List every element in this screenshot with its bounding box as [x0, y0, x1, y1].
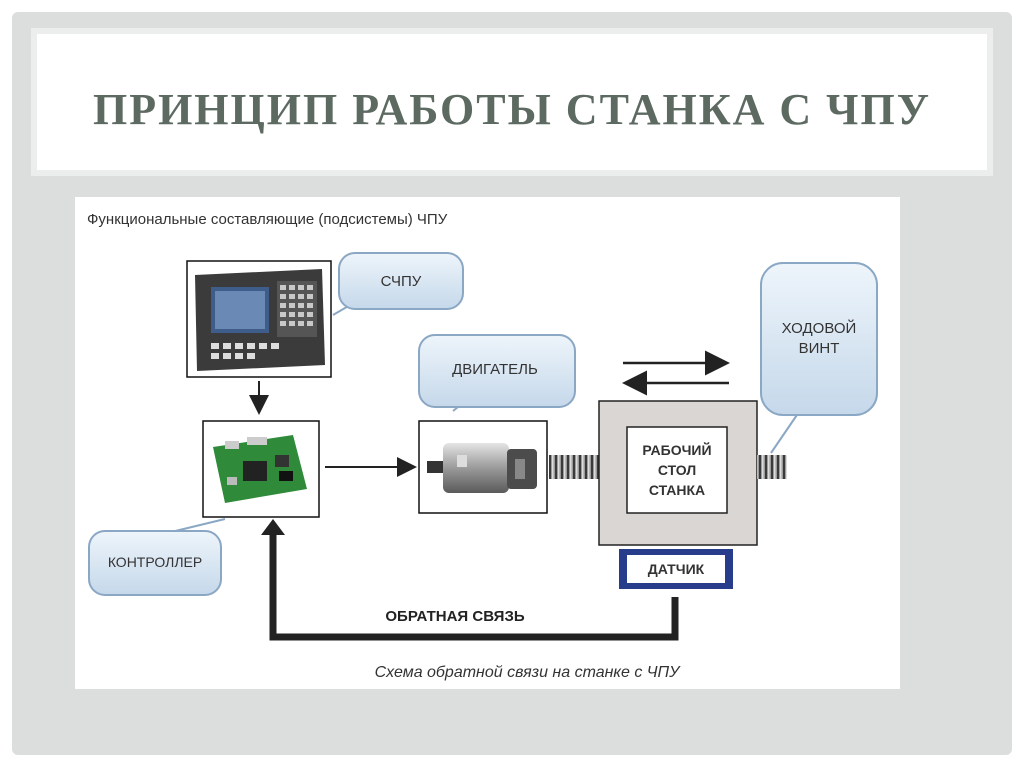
controller-callout [88, 530, 222, 596]
feedback-arrow-head [261, 519, 285, 535]
feedback-loop-line [269, 533, 679, 641]
feedback-label: ОБРАТНАЯ СВЯЗЬ [385, 608, 524, 625]
work-table-label-box [626, 426, 728, 514]
diagram-caption: Схема обратной связи на станке с ЧПУ [375, 664, 682, 681]
sensor-label-box [627, 555, 725, 583]
controller-label: КОНТРОЛЛЕР [108, 554, 202, 570]
sensor-label: ДАТЧИК [648, 561, 705, 577]
work-table-label-line2: СТОЛ [658, 462, 696, 478]
cnc-callout [338, 252, 464, 310]
work-table-block [598, 400, 758, 546]
motor-callout [418, 334, 576, 408]
motor-icon [427, 443, 537, 493]
diagram-figure: Функциональные составляющие (подсистемы)… [75, 197, 900, 689]
work-table-label-line3: СТАНКА [649, 482, 705, 498]
cnc-panel-icon [195, 269, 325, 371]
screw-shaft-left [549, 455, 599, 479]
title-band: ПРИНЦИП РАБОТЫ СТАНКА С ЧПУ [31, 28, 993, 176]
motor-label: ДВИГАТЕЛЬ [452, 361, 538, 378]
slide-title: ПРИНЦИП РАБОТЫ СТАНКА С ЧПУ [92, 85, 931, 134]
diagram-heading: Функциональные составляющие (подсистемы)… [87, 211, 448, 228]
lead-screw-label-line2: ВИНТ [799, 340, 840, 357]
lead-screw-callout [760, 262, 878, 416]
screw-shaft-right [757, 455, 787, 479]
work-table-label-line1: РАБОЧИЙ [642, 441, 711, 458]
lead-screw-label-line1: ХОДОВОЙ [782, 319, 857, 337]
diagram-svg: Функциональные составляющие (подсистемы)… [87, 211, 878, 681]
controller-board-icon [213, 435, 307, 503]
cnc-label: СЧПУ [381, 273, 422, 290]
